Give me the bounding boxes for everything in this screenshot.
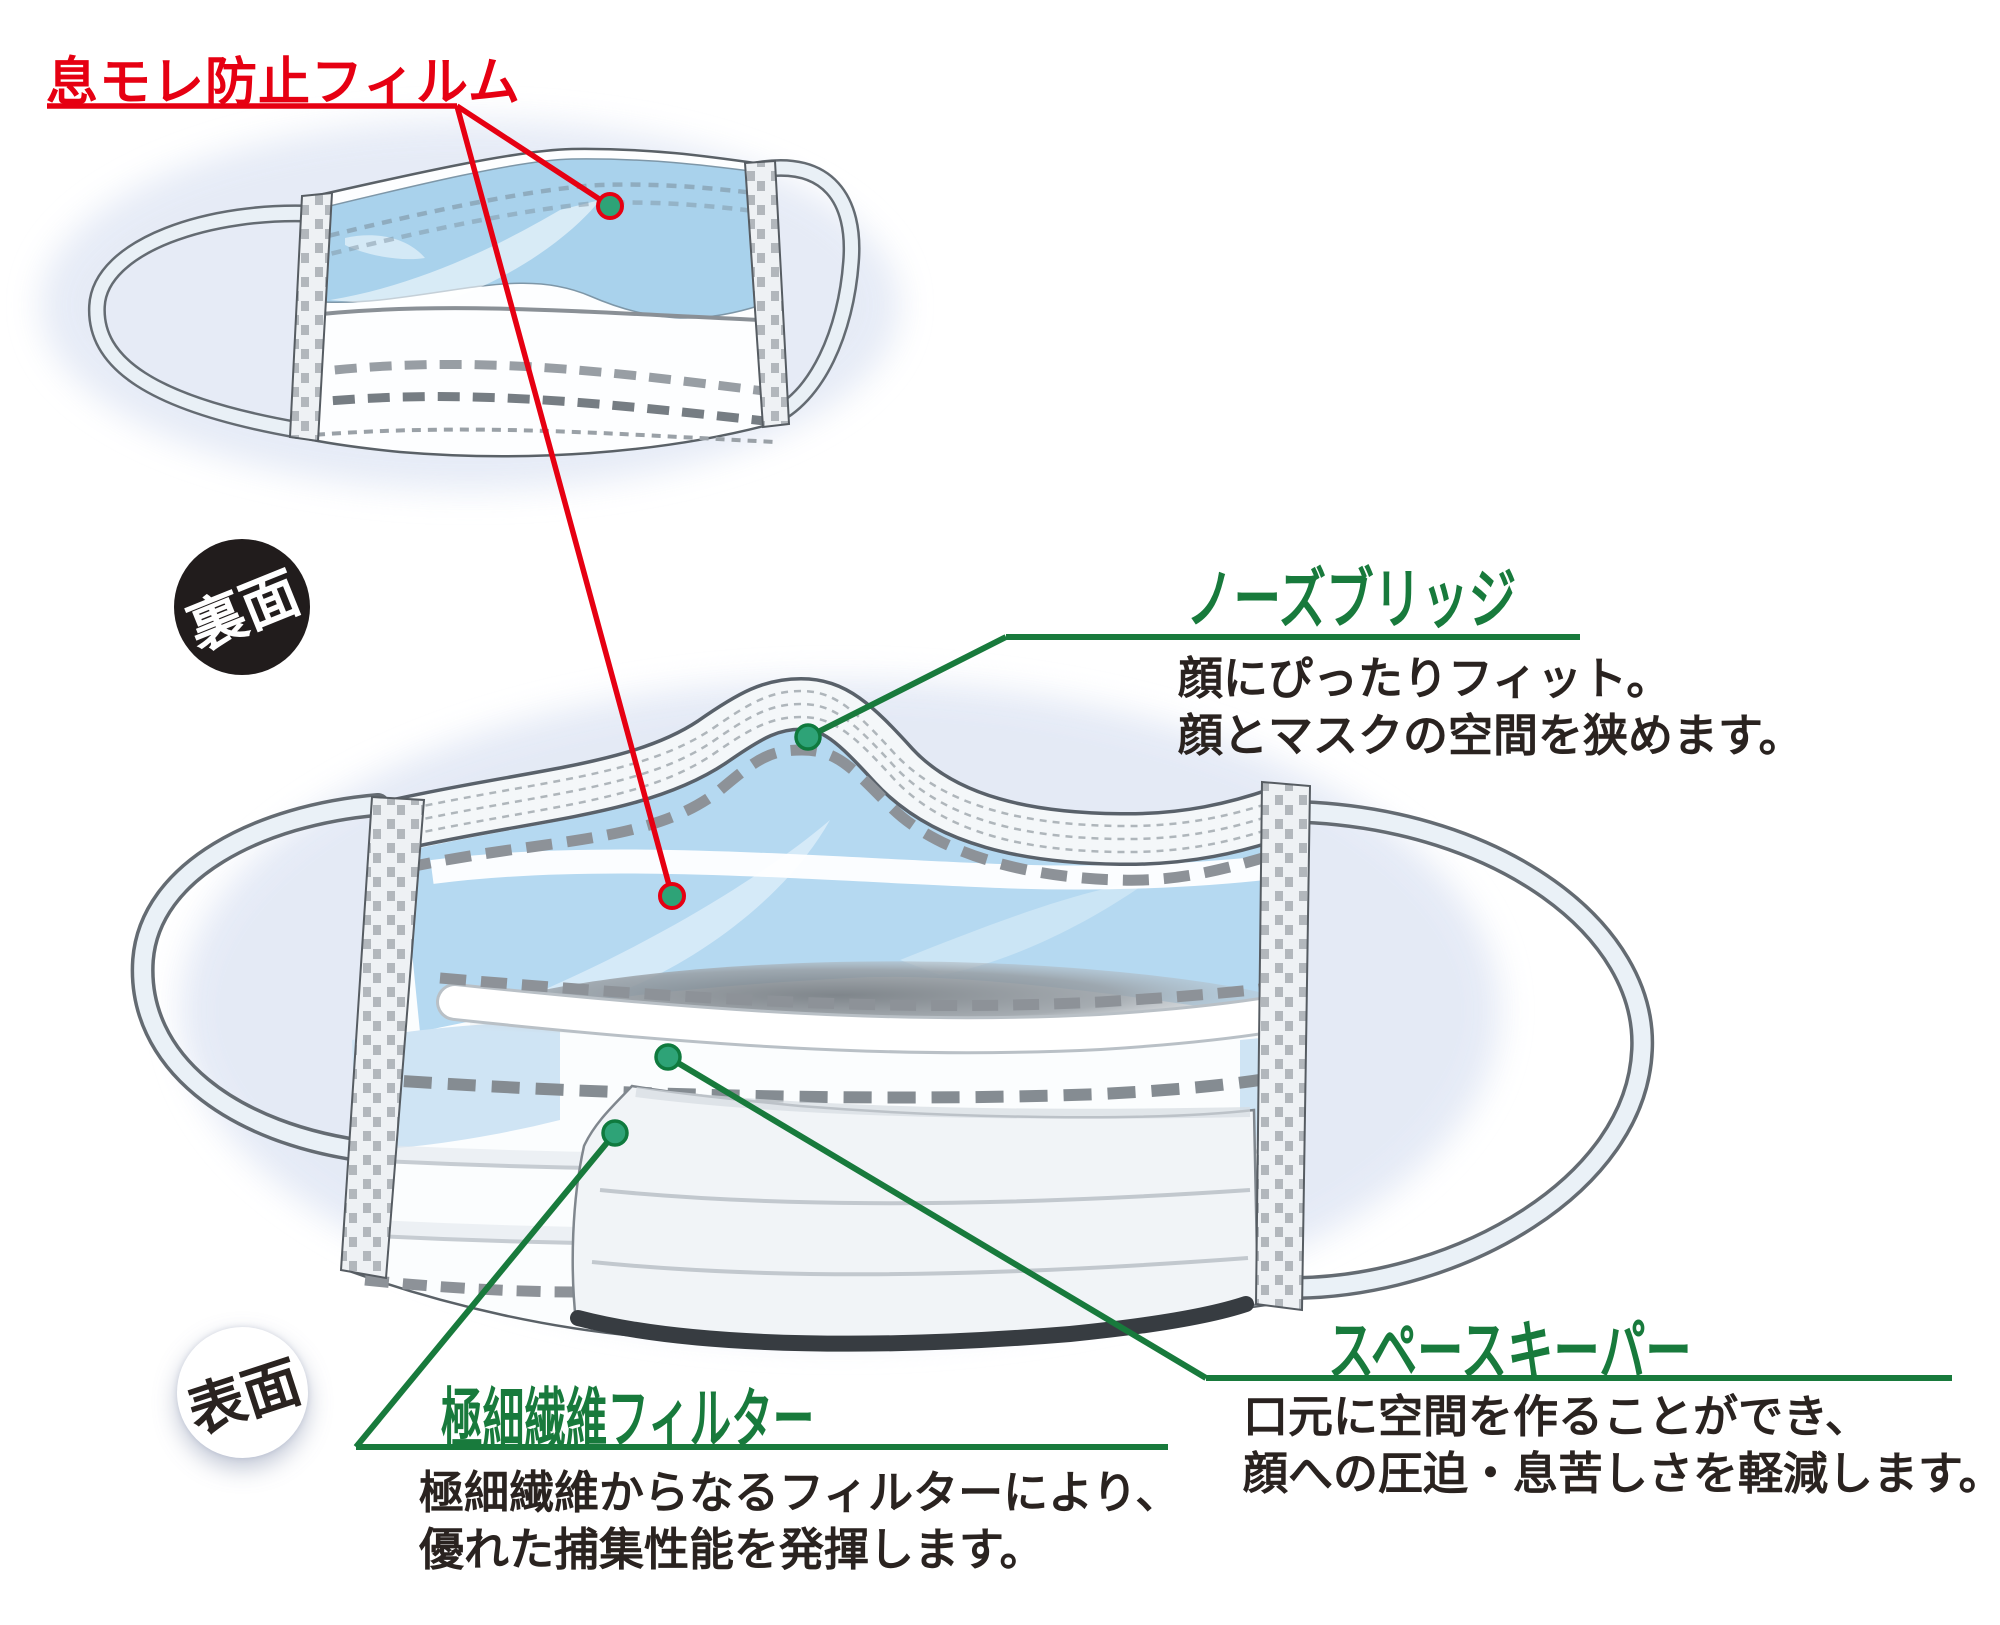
filter-dot: [601, 1119, 629, 1147]
breath-film-connector-bottom-mask: [454, 105, 675, 897]
fine-fiber-filter-title: 極細繊維フィルター: [441, 1382, 815, 1456]
filter-connector: [353, 1131, 618, 1449]
green-connectors: [353, 634, 1952, 1450]
space-keeper-connector: [666, 1054, 1208, 1381]
back-side-badge: 裏面: [174, 539, 310, 675]
space-keeper-title: スペースキーパー: [1328, 1314, 1692, 1388]
breath-film-dot-top-mask: [596, 192, 624, 220]
front-side-badge-label: 表面: [179, 1349, 309, 1446]
top-mask-film-highlight: [330, 200, 600, 308]
filter-desc-line2: 優れた捕集性能を発揮します。: [419, 1524, 1045, 1576]
top-mask-pleat-line: [302, 306, 761, 322]
top-mask-back-side: [87, 147, 861, 458]
bottom-mask-front-side: [130, 676, 1655, 1352]
bottom-mask-space-keeper-fold: [570, 1084, 1260, 1352]
top-mask-left-band: [288, 191, 334, 443]
nose-bridge-connector: [806, 634, 1008, 740]
nose-bridge-title: ノーズブリッジ: [1186, 562, 1517, 636]
bottom-mask-dark-rim: [570, 1296, 1254, 1352]
bottom-mask-left-band: [339, 795, 426, 1280]
top-mask-right-ear-loop: [749, 159, 861, 427]
nose-bridge-desc-line1: 顔にぴったりフィット。: [1178, 653, 1672, 704]
space-keeper-dot: [654, 1043, 682, 1071]
bottom-mask-stitch-under-band: [403, 744, 1285, 886]
space-keeper-description: 口元に空間を作ることができ、 顔への圧迫・息苦しさを軽減します。: [1243, 1388, 2000, 1502]
nose-bridge-desc-line2: 顔とマスクの空間を狭めます。: [1178, 710, 1804, 762]
filter-desc-line1: 極細繊維からなるフィルターにより、: [419, 1467, 1181, 1518]
bottom-mask-wire-bar: [439, 986, 1302, 1052]
breath-leak-film-title: 息モレ防止フィルム: [46, 54, 521, 112]
back-side-badge-label: 裏面: [179, 560, 309, 663]
bottom-mask-right-ear-loop: [1286, 800, 1655, 1300]
fine-fiber-filter-description: 極細繊維からなるフィルターにより、 優れた捕集性能を発揮します。: [419, 1464, 1180, 1578]
top-mask-film-stitch-2: [313, 200, 755, 261]
space-keeper-desc-line1: 口元に空間を作ることができ、: [1243, 1391, 1870, 1442]
front-side-badge: 表面: [177, 1327, 308, 1458]
nose-bridge-dot: [794, 723, 822, 751]
bottom-mask-film-streak-2: [900, 880, 1150, 975]
nose-bridge-description: 顔にぴったりフィット。 顔とマスクの空間を狭めます。: [1178, 650, 1804, 764]
breath-film-dot-bottom-mask: [658, 882, 686, 910]
top-mask-right-band: [743, 159, 791, 429]
bottom-mask-stitch-above-bar: [439, 972, 1287, 1012]
top-mask-film-fold: [345, 235, 425, 260]
bottom-mask-left-ear-loop: [130, 793, 390, 1164]
breath-film-connector-top-mask: [455, 103, 612, 209]
top-mask-bottom-dashed: [299, 427, 777, 444]
top-mask-left-ear-loop: [87, 204, 327, 439]
space-keeper-desc-line2: 顔への圧迫・息苦しさを軽減します。: [1243, 1448, 2000, 1500]
bottom-mask-stitch-below-bar: [359, 1070, 1286, 1104]
bottom-mask-right-band: [1254, 780, 1312, 1312]
breath-film-connectors: [47, 103, 675, 897]
